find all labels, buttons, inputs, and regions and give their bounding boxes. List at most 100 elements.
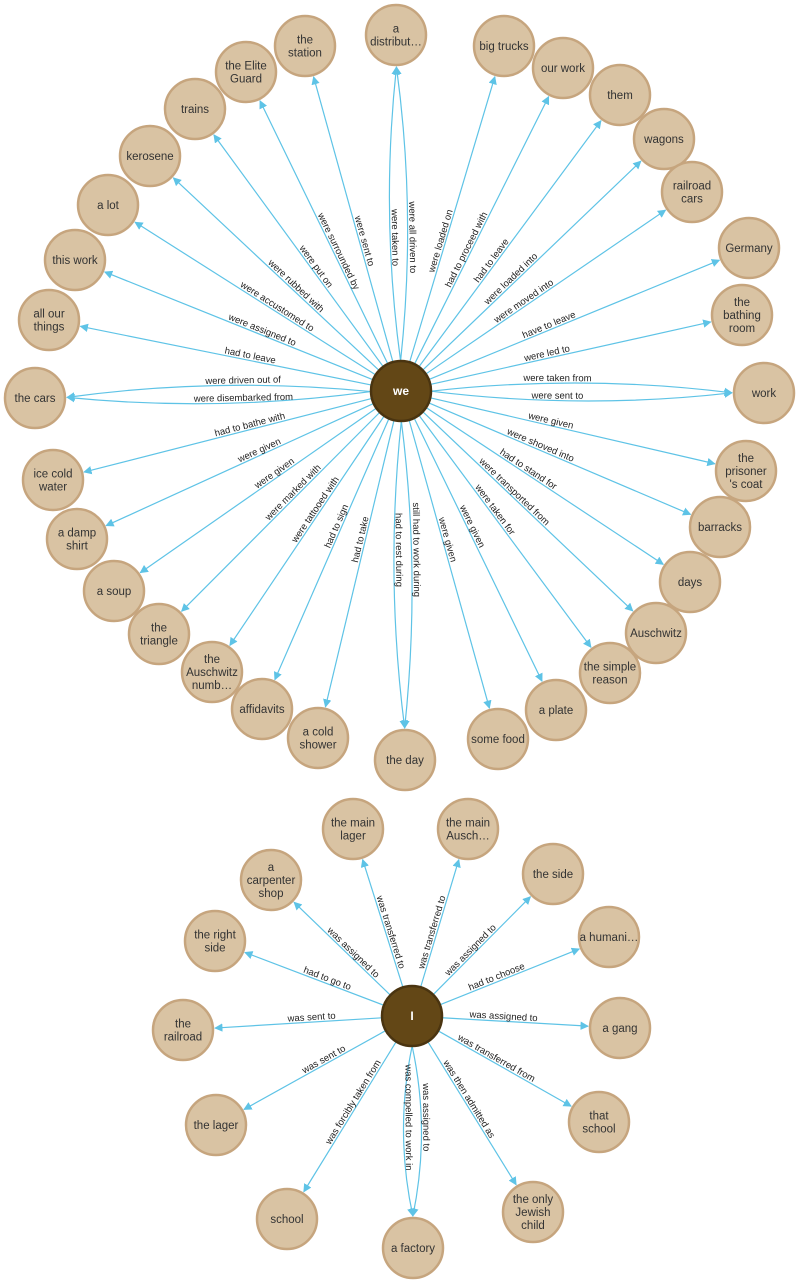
node-circle xyxy=(214,40,278,104)
edge-label: were sent to xyxy=(351,214,376,268)
edge-label: was forcibly taken from xyxy=(323,1058,384,1147)
node-circle xyxy=(151,998,215,1062)
node-some-food[interactable]: some food xyxy=(466,707,530,771)
edge-had-to-bathe-with-ice-cold-water xyxy=(83,397,373,475)
edge-were-tattooed-with-the-auschwitz-numb xyxy=(229,415,385,647)
node-the-side[interactable]: the side xyxy=(521,842,585,906)
edge-was-transferred-to-the-main-lager xyxy=(360,858,404,988)
node-a-lot[interactable]: a lot xyxy=(76,173,140,237)
node-kerosene[interactable]: kerosene xyxy=(118,124,182,188)
node-barracks[interactable]: barracks xyxy=(688,495,752,559)
node-them[interactable]: them xyxy=(588,63,652,127)
node-circle xyxy=(273,14,337,78)
edge-have-to-leave-germany xyxy=(428,259,721,381)
hub-circle xyxy=(380,984,444,1048)
node-a-factory[interactable]: a factory xyxy=(381,1216,445,1280)
edge-were-marked-with-the-triangle xyxy=(180,411,381,612)
node-circle xyxy=(710,283,774,347)
node-germany[interactable]: Germany xyxy=(717,216,781,280)
node-the-lager[interactable]: the lager xyxy=(184,1093,248,1157)
node-label: some food xyxy=(471,734,525,746)
node-auschwitz[interactable]: Auschwitz xyxy=(624,601,688,665)
node-a-gang[interactable]: a gang xyxy=(588,996,652,1060)
edge-were-all-driven-to-a-distribut xyxy=(393,66,409,362)
edge-label: were put on xyxy=(296,243,335,290)
hub-node-we[interactable]: we xyxy=(369,359,433,423)
edge-label: had to take xyxy=(350,515,372,563)
node-label: school xyxy=(270,1214,303,1226)
node-circle xyxy=(127,602,191,666)
node-circle xyxy=(239,848,303,912)
node-circle xyxy=(43,228,107,292)
node-a-plate[interactable]: a plate xyxy=(524,678,588,742)
edge-label: was then admitted as xyxy=(440,1057,497,1140)
node-big-trucks[interactable]: big trucks xyxy=(472,14,536,78)
edge-were-taken-to-a-distribut xyxy=(388,66,402,362)
node-label: a lot xyxy=(97,200,120,212)
node-circle xyxy=(567,1090,631,1154)
edge-label: was assigned to xyxy=(468,1009,538,1024)
node-circle xyxy=(255,1187,319,1251)
node-work[interactable]: work xyxy=(732,361,796,425)
node-this-work[interactable]: this work xyxy=(43,228,107,292)
node-circle xyxy=(230,677,294,741)
edge-label: were taken from xyxy=(522,373,591,384)
node-the-day[interactable]: the day xyxy=(373,728,437,792)
node-wagons[interactable]: wagons xyxy=(632,107,696,171)
edge-had-to-go-to-the-right-side xyxy=(244,951,385,1006)
node-days[interactable]: days xyxy=(658,550,722,614)
edge-had-to-sign-affidavits xyxy=(273,418,390,681)
node-our-work[interactable]: our work xyxy=(531,36,595,100)
edge-was-forcibly-taken-from-school xyxy=(303,1041,397,1193)
edge-label: had to leave xyxy=(224,345,277,366)
node-label: days xyxy=(678,577,703,589)
node-affidavits[interactable]: affidavits xyxy=(230,677,294,741)
node-label: our work xyxy=(541,63,585,75)
node-a-soup[interactable]: a soup xyxy=(82,559,146,623)
edge-had-to-leave-all-our-things xyxy=(79,323,372,386)
edge-were-shoved-into-barracks xyxy=(428,402,692,516)
node-label: a humani… xyxy=(580,932,639,944)
node-a-humani[interactable]: a humani… xyxy=(577,905,641,969)
node-label: Auschwitz xyxy=(630,628,682,640)
edge-were-given-a-soup xyxy=(139,407,377,574)
hub-node-i[interactable]: I xyxy=(380,984,444,1048)
edge-label: was assigned to xyxy=(324,925,381,981)
node-circle xyxy=(180,640,244,704)
edge-label: had to choose xyxy=(467,961,526,993)
node-the-cars[interactable]: the cars xyxy=(3,366,67,430)
node-label: the day xyxy=(386,755,424,767)
edge-was-assigned-to-a-gang xyxy=(441,1017,589,1030)
node-circle xyxy=(501,1180,565,1244)
node-circle xyxy=(321,797,385,861)
node-circle xyxy=(588,63,652,127)
node-trains[interactable]: trains xyxy=(163,77,227,141)
node-school[interactable]: school xyxy=(255,1187,319,1251)
